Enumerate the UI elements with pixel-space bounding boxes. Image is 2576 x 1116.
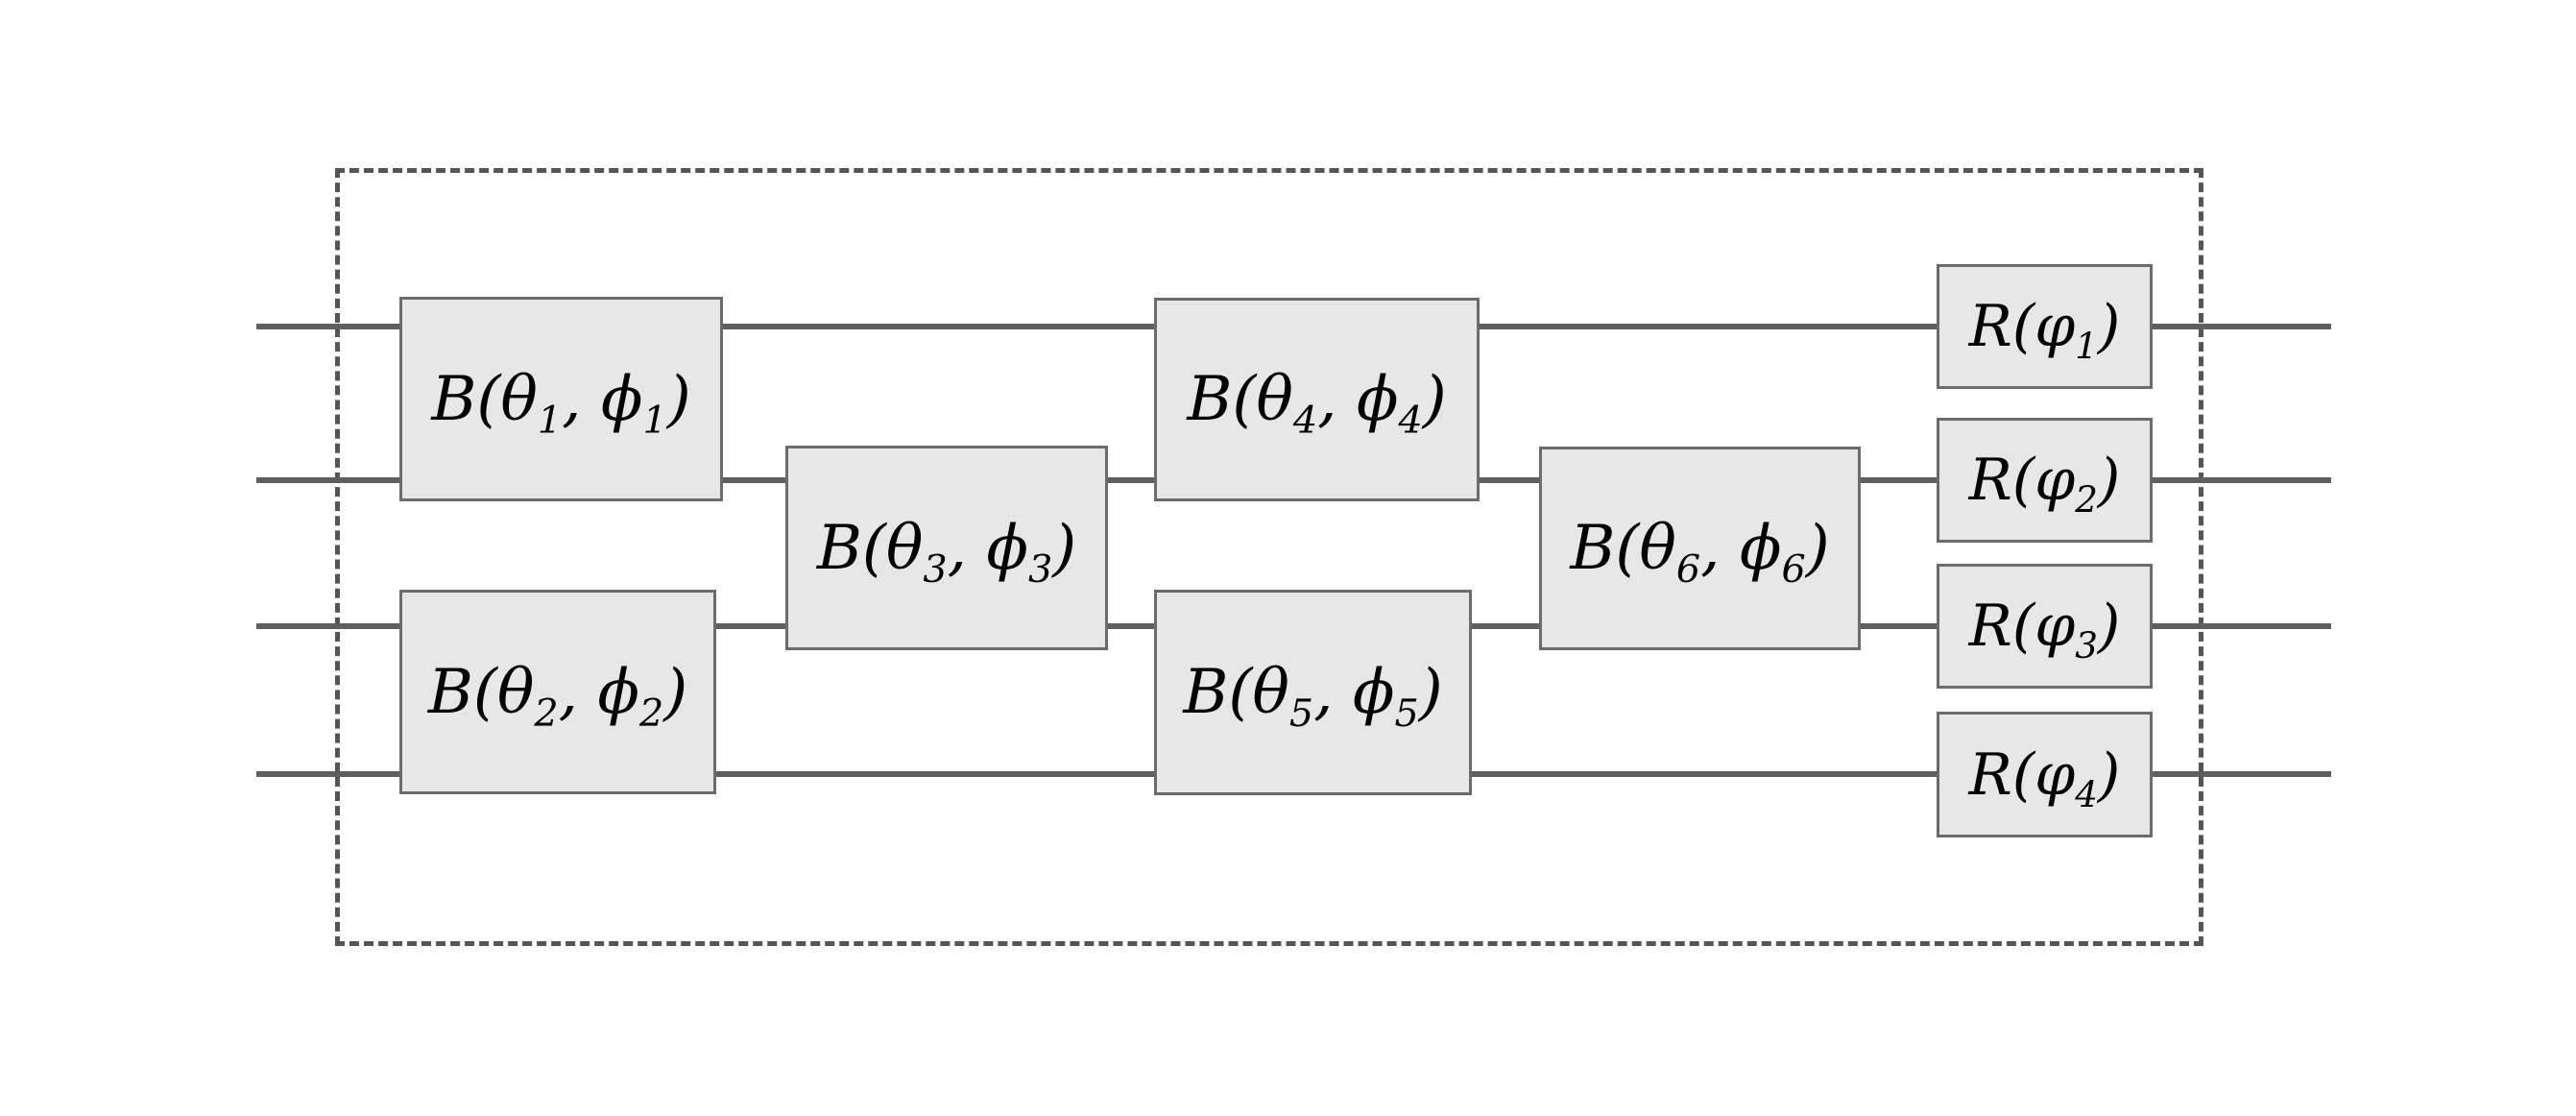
gate-label: B(θ3, ϕ3) [816,512,1077,592]
gate-label: B(θ1, ϕ1) [431,363,691,443]
beamsplitter-gate-5: B(θ5, ϕ5) [1154,590,1472,795]
gate-label: B(θ2, ϕ2) [427,656,688,736]
gate-label: R(φ1) [1968,293,2121,368]
beamsplitter-gate-6: B(θ6, ϕ6) [1539,447,1861,650]
rotation-gate-3: R(φ3) [1937,564,2153,689]
gate-label: B(θ6, ϕ6) [1570,513,1830,592]
beamsplitter-gate-4: B(θ4, ϕ4) [1154,298,1480,501]
gate-label: B(θ5, ϕ5) [1183,657,1443,736]
gate-label: R(φ3) [1968,593,2121,667]
beamsplitter-gate-3: B(θ3, ϕ3) [785,446,1108,650]
gate-label: R(φ4) [1968,740,2121,815]
beamsplitter-gate-2: B(θ2, ϕ2) [399,590,716,794]
circuit-boundary-dashed-box [335,168,2203,946]
gate-label: B(θ4, ϕ4) [1187,364,1447,443]
rotation-gate-4: R(φ4) [1937,712,2153,837]
beamsplitter-gate-1: B(θ1, ϕ1) [399,297,723,501]
gate-label: R(φ2) [1968,447,2121,522]
rotation-gate-2: R(φ2) [1937,418,2153,543]
rotation-gate-1: R(φ1) [1937,264,2153,389]
